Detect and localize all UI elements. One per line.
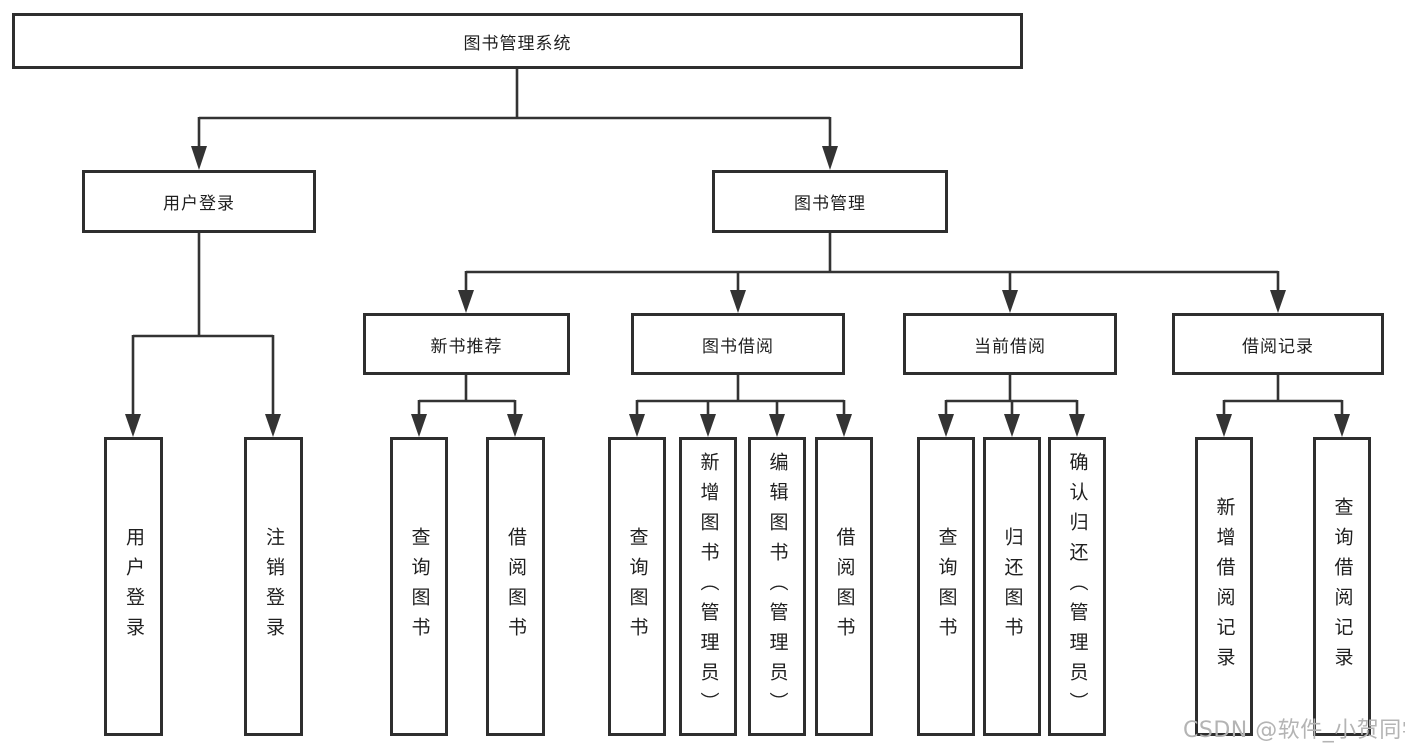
- leaf-return-book: 归还图书: [983, 437, 1041, 736]
- node-root: 图书管理系统: [12, 13, 1023, 69]
- node-user-login: 用户登录: [82, 170, 316, 233]
- leaf-query-books-2-label: 查询图书: [626, 526, 649, 647]
- node-book-management: 图书管理: [712, 170, 948, 233]
- leaf-borrow-books-1: 借阅图书: [486, 437, 545, 736]
- leaf-query-books-3: 查询图书: [917, 437, 975, 736]
- leaf-user-login-label: 用户登录: [123, 526, 145, 647]
- node-user-login-label: 用户登录: [163, 194, 235, 214]
- leaf-logout-label: 注销登录: [263, 526, 285, 647]
- leaf-add-borrow-record: 新增借阅记录: [1195, 437, 1253, 736]
- leaf-borrow-books-2-label: 借阅图书: [833, 526, 856, 647]
- leaf-query-books-3-label: 查询图书: [935, 526, 958, 647]
- node-borrow-records-label: 借阅记录: [1242, 336, 1314, 357]
- leaf-edit-book-admin: 编辑图书（管理员）: [748, 437, 806, 736]
- node-borrow-records: 借阅记录: [1172, 313, 1384, 375]
- leaf-query-books-2: 查询图书: [608, 437, 666, 736]
- leaf-add-borrow-record-label: 新增借阅记录: [1213, 496, 1236, 677]
- leaf-add-book-admin: 新增图书（管理员）: [679, 437, 737, 736]
- node-current-borrow: 当前借阅: [903, 313, 1117, 375]
- node-book-borrow-label: 图书借阅: [702, 336, 774, 357]
- leaf-query-books-1-label: 查询图书: [408, 526, 431, 647]
- node-current-borrow-label: 当前借阅: [974, 336, 1046, 357]
- node-book-management-label: 图书管理: [794, 194, 866, 214]
- csdn-watermark: CSDN @软件_小贺同学: [1183, 718, 1405, 743]
- leaf-borrow-books-2: 借阅图书: [815, 437, 873, 736]
- node-new-book-recommend: 新书推荐: [363, 313, 570, 375]
- leaf-user-login: 用户登录: [104, 437, 163, 736]
- leaf-borrow-books-1-label: 借阅图书: [505, 526, 527, 647]
- leaf-logout: 注销登录: [244, 437, 303, 736]
- leaf-confirm-return-admin-label: 确认归还（管理员）: [1066, 451, 1089, 722]
- arrowhead-icons: [125, 146, 1350, 437]
- node-root-label: 图书管理系统: [463, 33, 572, 54]
- leaf-add-book-admin-label: 新增图书（管理员）: [697, 451, 720, 722]
- leaf-edit-book-admin-label: 编辑图书（管理员）: [766, 451, 789, 722]
- leaf-confirm-return-admin: 确认归还（管理员）: [1048, 437, 1106, 736]
- leaf-query-borrow-record: 查询借阅记录: [1313, 437, 1371, 736]
- leaf-query-books-1: 查询图书: [390, 437, 448, 736]
- leaf-query-borrow-record-label: 查询借阅记录: [1331, 496, 1354, 677]
- node-book-borrow: 图书借阅: [631, 313, 845, 375]
- leaf-return-book-label: 归还图书: [1001, 526, 1024, 647]
- node-new-book-recommend-label: 新书推荐: [430, 336, 503, 357]
